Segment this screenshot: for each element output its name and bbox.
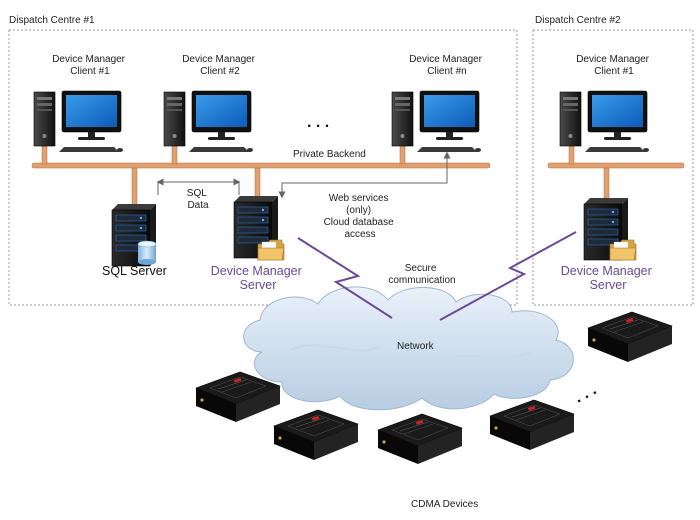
client-n-label: Device Manager Client #n	[409, 54, 485, 77]
client-2-label: Device Manager Client #2	[182, 54, 258, 77]
cdma-device-2-icon	[273, 409, 359, 461]
cdma-device-4-icon	[489, 399, 575, 451]
device-manager-server-2-label: Device Manager Server	[561, 264, 656, 292]
zone-dispatch-centre-1-label: Dispatch Centre #1	[9, 15, 95, 26]
device-manager-server-2-icon	[583, 197, 637, 261]
network-cloud	[243, 286, 574, 411]
zone-dispatch-centre-2-label: Dispatch Centre #2	[535, 15, 621, 26]
secure-communication-label: Secure communication	[388, 263, 455, 286]
client-2-computer-icon	[163, 90, 254, 153]
private-backend-label: Private Backend	[293, 149, 366, 160]
client-n-computer-icon	[391, 90, 482, 153]
sql-server-label: SQL Server	[102, 264, 167, 278]
private-backend-bus-2	[547, 145, 685, 201]
client-1-label: Device Manager Client #1	[52, 54, 128, 77]
private-backend-bus	[31, 145, 491, 209]
device-manager-server-1-label: Device Manager Server	[211, 264, 306, 292]
clients-ellipsis: . . .	[307, 114, 329, 131]
sql-server-icon	[111, 203, 157, 267]
secure-link-lightning-1	[297, 237, 393, 319]
sql-data-arrows	[156, 178, 241, 195]
sql-data-label: SQL Data	[187, 188, 209, 211]
cdma-devices-label: CDMA Devices	[411, 499, 478, 510]
client-1-computer-icon	[33, 90, 124, 153]
devices-ellipsis: . . .	[572, 381, 600, 406]
centre-2-client-1-computer-icon	[559, 90, 650, 153]
network-label: Network	[397, 341, 435, 352]
cdma-device-5-icon	[587, 311, 673, 363]
cdma-device-3-icon	[377, 413, 463, 465]
centre-2-client-1-label: Device Manager Client #1	[576, 54, 652, 77]
secure-link-lightning-2	[439, 231, 577, 321]
zone-dispatch-centre-1	[8, 29, 518, 306]
device-manager-server-1-icon	[233, 195, 285, 261]
web-services-label: Web services (only) Cloud database acces…	[324, 193, 397, 240]
zone-dispatch-centre-2	[532, 29, 694, 306]
